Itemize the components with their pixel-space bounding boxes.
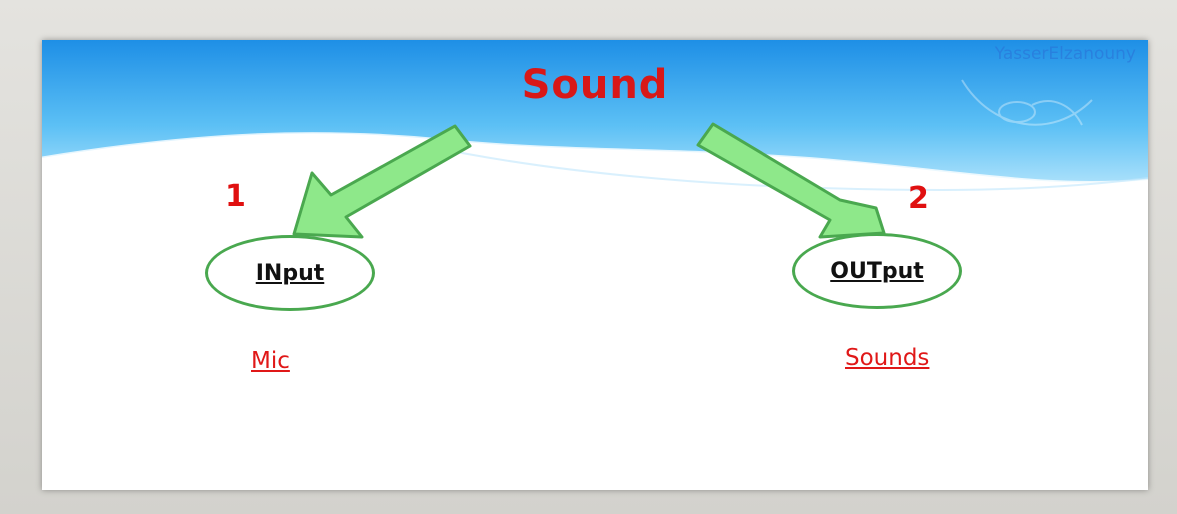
arrows-layer <box>292 122 886 239</box>
watermark-text: YasserElzanouny <box>994 44 1136 64</box>
slide-title: Sound <box>521 62 669 108</box>
step-number-2: 2 <box>908 181 929 216</box>
arrow-left <box>292 124 472 239</box>
input-node: INput <box>205 235 375 311</box>
arrow-right <box>696 122 886 239</box>
output-node: OUTput <box>792 233 962 309</box>
sky-background <box>42 40 1148 192</box>
input-label: INput <box>255 260 325 286</box>
slide: YasserElzanouny Sound 1 2 INput OUTput M… <box>42 40 1148 490</box>
output-label: OUTput <box>830 258 924 284</box>
step-number-1: 1 <box>225 179 246 214</box>
swirl-decoration <box>961 79 1093 126</box>
output-example: Sounds <box>845 345 930 371</box>
input-example: Mic <box>251 348 290 374</box>
